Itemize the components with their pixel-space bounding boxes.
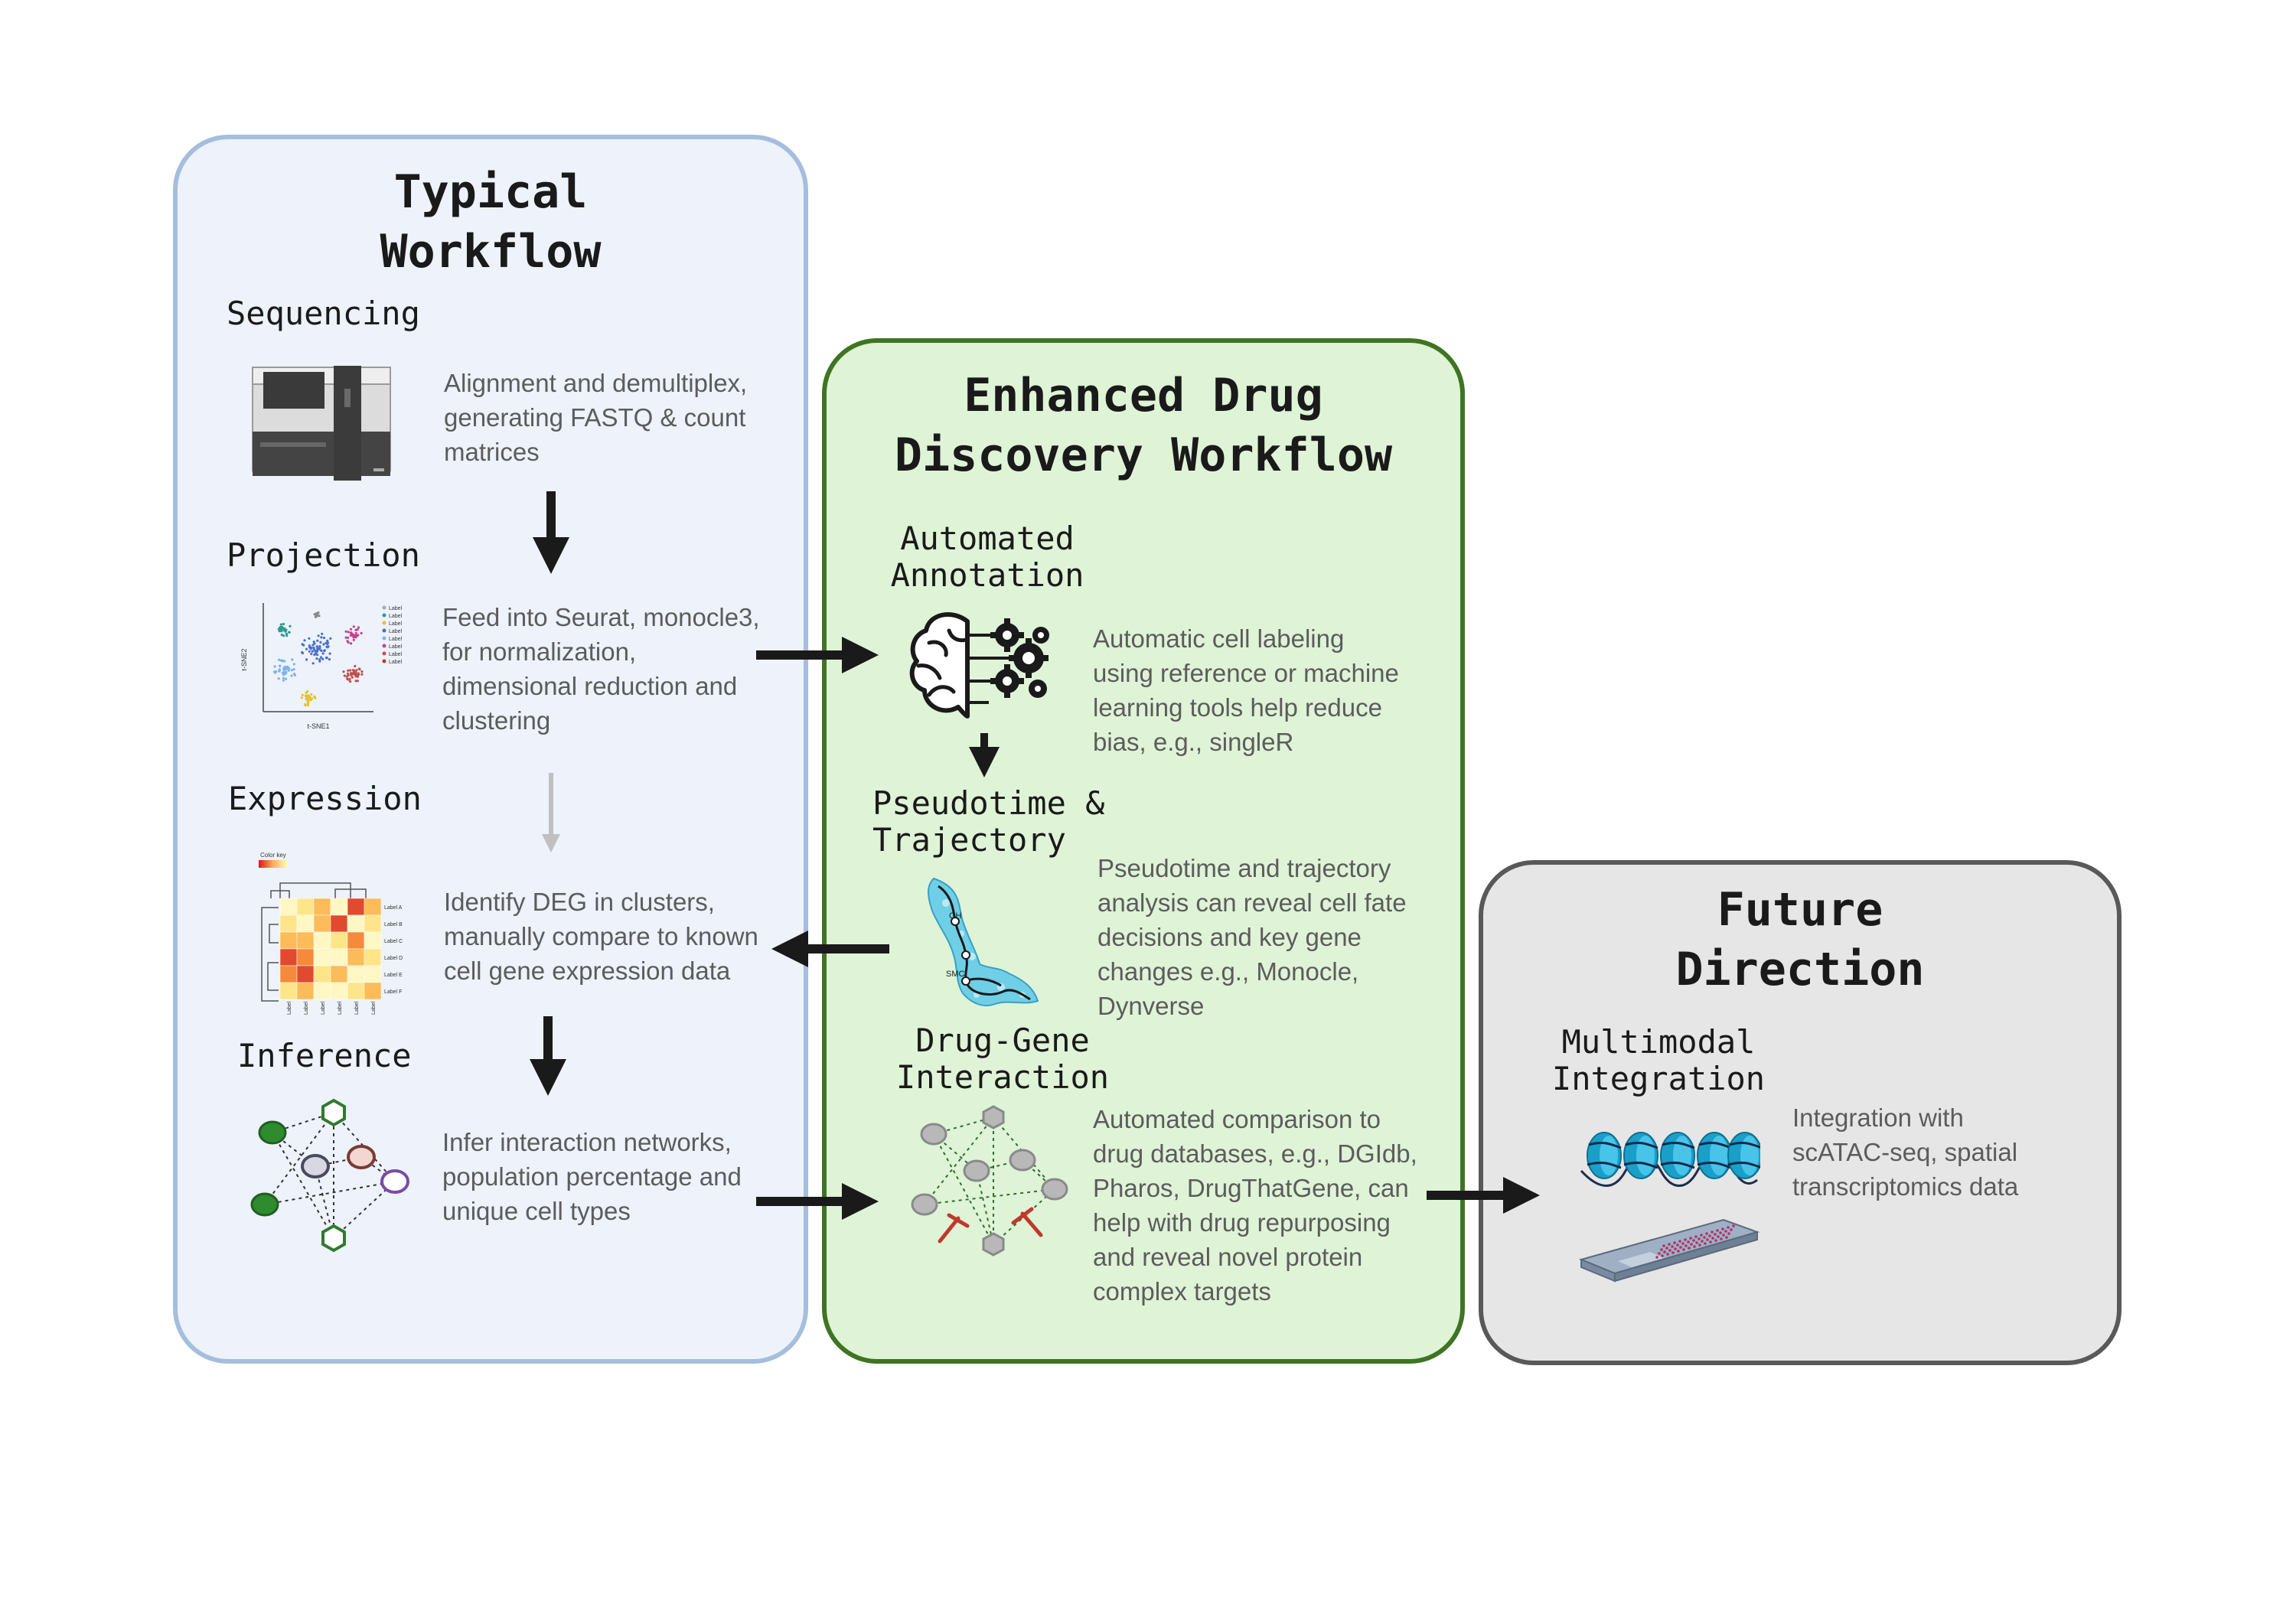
heatmap-col-label: Label (287, 1001, 292, 1015)
heatmap-col-label: Label (354, 1001, 360, 1015)
heatmap-col-label: Label (338, 1001, 343, 1015)
step-desc-projection: Feed into Seurat, monocle3, for normaliz… (442, 603, 760, 735)
heatmap-icon: Color key Label A Label B Label C Label D La… (259, 852, 403, 1015)
tsne-legend-label: Label (389, 621, 403, 627)
heatmap-row-label: Label C (384, 939, 403, 944)
typical-workflow-title: Typical Workflow (380, 165, 602, 279)
tsne-legend-label: Label (389, 614, 403, 619)
spatial-slide-icon (1578, 1218, 1760, 1283)
typical-workflow-panel: Typical Workflow (173, 135, 808, 1364)
step-desc-drug-gene: Automated comparison to drug databases, … (1093, 1105, 1417, 1305)
enhanced-workflow-title: Enhanced Drug Discovery Workflow (894, 369, 1393, 482)
tsne-legend-label: Label (389, 629, 403, 634)
step-title-multimodal: Multimodal Integration (1551, 1023, 1766, 1097)
tsne-legend-label: Label (389, 660, 403, 665)
step-title-sequencing: Sequencing (227, 295, 420, 332)
step-desc-automated-annotation: Automatic cell labeling using reference … (1093, 624, 1399, 756)
tsne-plot-icon: t-SNE1 t-SNE2 LabelLabelLabelLabelLabelL… (240, 603, 403, 730)
brain-gears-icon (909, 612, 1049, 719)
heatmap-col-label: Label (304, 1001, 309, 1015)
tsne-legend-label: Label (389, 637, 403, 642)
tsne-ylabel: t-SNE2 (240, 648, 248, 670)
heatmap-col-label: Label (371, 1001, 377, 1015)
heatmap-row-label: Label F (384, 989, 402, 995)
step-title-pseudotime: Pseudotime & Trajectory (872, 784, 1105, 859)
heatmap-row-label: Label E (384, 973, 403, 978)
step-title-automated-annotation: Automated Annotation (890, 520, 1084, 594)
trajectory-label-oh: OH (949, 911, 962, 921)
sequencer-icon (252, 366, 391, 481)
drug-gene-network-icon (911, 1105, 1068, 1257)
trajectory-map-icon: OH SMC (928, 877, 1039, 1007)
tsne-legend-label: Label (389, 606, 403, 611)
step-title-inference: Inference (237, 1037, 412, 1074)
heatmap-col-label: Label (321, 1001, 326, 1015)
heatmap-row-label: Label B (384, 922, 403, 927)
chromatin-icon (1580, 1132, 1760, 1187)
future-direction-title: Future Direction (1675, 883, 1925, 996)
trajectory-label-smc: SMC (946, 970, 965, 979)
future-direction-panel: Future Direction (1479, 860, 2122, 1365)
step-desc-multimodal: Integration with scATAC-seq, spatial tra… (1792, 1103, 2019, 1201)
tsne-legend-label: Label (389, 652, 403, 657)
step-desc-pseudotime: Pseudotime and trajectory analysis can r… (1097, 854, 1407, 1020)
step-desc-inference: Infer interaction networks, population p… (442, 1128, 742, 1225)
enhanced-workflow-panel: Enhanced Drug Discovery Workflow (822, 338, 1465, 1364)
tsne-xlabel: t-SNE1 (307, 722, 329, 730)
step-desc-expression: Identify DEG in clusters, manually compa… (444, 888, 758, 985)
step-title-projection: Projection (227, 536, 420, 574)
step-title-expression: Expression (228, 780, 422, 817)
step-desc-sequencing: Alignment and demultiplex, generating FA… (444, 369, 748, 466)
heatmap-row-label: Label A (384, 905, 403, 911)
heatmap-key-label: Color key (260, 852, 286, 859)
tsne-legend-label: Label (389, 644, 403, 650)
heatmap-row-label: Label D (384, 956, 403, 961)
interaction-network-icon (250, 1098, 409, 1253)
step-title-drug-gene: Drug-Gene Interaction (895, 1022, 1110, 1096)
